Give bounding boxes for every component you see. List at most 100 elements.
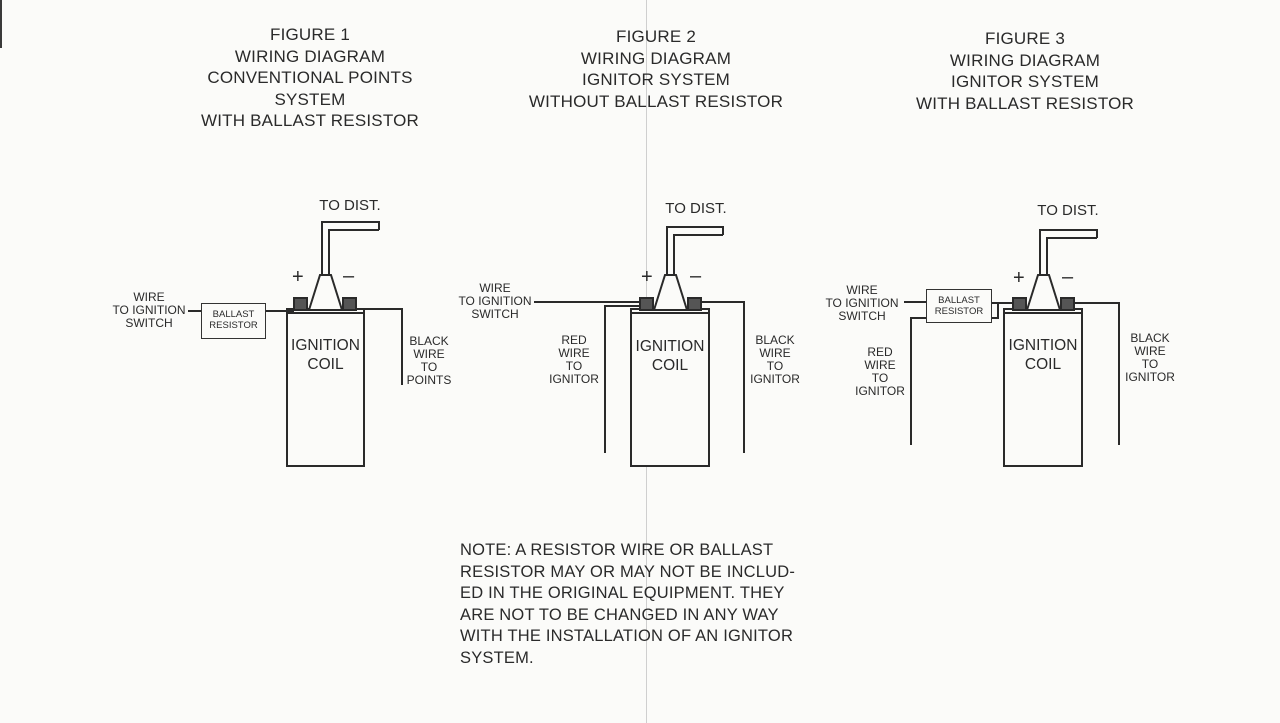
figure-1-minus-terminal	[342, 297, 357, 311]
figure-1-to-dist-label: TO DIST.	[319, 197, 381, 214]
figure-3-title-line: WITH BALLAST RESISTOR	[915, 93, 1134, 113]
figure-1-title: FIGURE 1 WIRING DIAGRAM CONVENTIONAL POI…	[195, 24, 425, 132]
figure-2-minus-sign: –	[690, 265, 702, 287]
figure-1-coil-tower	[307, 274, 344, 311]
label-line: TO	[871, 371, 889, 385]
figure-3-plus-terminal	[1012, 297, 1027, 311]
figure-2-black-wire	[701, 301, 745, 453]
label-line: IGNITOR	[549, 372, 599, 386]
figure-2-title-line: FIGURE 2	[615, 27, 696, 46]
label-line: SWITCH	[125, 316, 173, 330]
label-line: SWITCH	[471, 307, 519, 321]
label-line: BLACK	[409, 334, 449, 348]
label-line: WIRE	[864, 358, 896, 372]
coil-label-line: IGNITION	[291, 337, 360, 354]
figure-3-black-wire	[1074, 302, 1120, 445]
figure-1-title-line: CONVENTIONAL POINTS	[207, 68, 413, 87]
figure-1-title-line: WIRING DIAGRAM	[234, 46, 386, 66]
label-line: TO	[420, 360, 438, 374]
figure-2-plus-terminal	[639, 297, 654, 311]
figure-3-diagram	[904, 229, 1120, 467]
figure-3-minus-terminal	[1060, 297, 1075, 311]
figure-2-minus-terminal	[687, 297, 702, 311]
label-line: TO	[565, 359, 583, 373]
figure-3-wire-to-switch-label: WIRE TO IGNITION SWITCH	[822, 284, 902, 323]
figure-1-wire-to-switch-label: WIRE TO IGNITION SWITCH	[108, 291, 190, 330]
figure-1-black-wire-label: BLACK WIRE TO POINTS	[400, 335, 458, 387]
figure-2-coil-tower	[652, 274, 689, 311]
label-line: WIRE	[413, 347, 445, 361]
figure-2-black-wire-label: BLACK WIRE TO IGNITOR	[746, 334, 804, 386]
figure-2-wire-to-switch-label: WIRE TO IGNITION SWITCH	[455, 282, 535, 321]
figure-1-plus-terminal	[293, 297, 308, 311]
note-line: ARE NOT TO BE CHANGED IN ANY WAY	[460, 605, 779, 624]
figure-2-title: FIGURE 2 WIRING DIAGRAM IGNITOR SYSTEM W…	[516, 26, 796, 112]
figure-3-plus-sign: +	[1013, 267, 1025, 289]
figure-1-title-line: WITH BALLAST RESISTOR	[200, 111, 419, 130]
figure-1-coil-body	[286, 308, 365, 467]
coil-label-line: COIL	[307, 356, 344, 373]
figure-2-red-wire-label: RED WIRE TO IGNITOR	[546, 334, 602, 386]
figure-1-black-wire	[356, 308, 403, 385]
label-line: POINTS	[406, 373, 452, 387]
figure-1-ballast-resistor: BALLAST RESISTOR	[201, 303, 266, 339]
figure-1-title-line: SYSTEM	[274, 89, 346, 109]
label-line: BLACK	[755, 333, 795, 347]
edge-mark	[0, 0, 2, 48]
figure-1-coil-label: IGNITION COIL	[287, 336, 364, 374]
label-line: TO IGNITION	[825, 296, 899, 310]
figure-3-dist-lead	[1039, 229, 1098, 276]
figure-1-dist-lead	[321, 221, 380, 276]
coil-label-line: COIL	[1024, 356, 1062, 373]
figure-3-title: FIGURE 3 WIRING DIAGRAM IGNITOR SYSTEM W…	[905, 28, 1145, 114]
figure-3-red-wire-label: RED WIRE TO IGNITOR	[851, 346, 909, 398]
figure-2-plus-sign: +	[641, 266, 653, 288]
label-line: WIRE	[759, 346, 791, 360]
label-line: WIRE	[479, 281, 511, 295]
figure-3-ballast-resistor: BALLAST RESISTOR	[926, 289, 992, 323]
figure-2-coil-body	[630, 308, 710, 467]
figure-2-to-dist-label: TO DIST.	[665, 200, 727, 217]
ballast-label-line: BALLAST	[938, 295, 980, 306]
note-line: WITH THE INSTALLATION OF AN IGNITOR	[460, 627, 794, 645]
label-line: RED	[561, 333, 587, 347]
figure-2-dist-lead	[666, 226, 724, 276]
figure-2-red-wire	[604, 305, 640, 453]
label-line: IGNITOR	[1125, 370, 1175, 384]
label-line: TO	[766, 359, 784, 373]
label-line: WIRE	[1134, 344, 1166, 358]
label-line: WIRE	[133, 290, 165, 304]
label-line: SWITCH	[838, 309, 886, 323]
figure-3-minus-sign: –	[1062, 266, 1074, 288]
ballast-label-line: RESISTOR	[209, 320, 258, 331]
figure-3-black-wire-label: BLACK WIRE TO IGNITOR	[1121, 332, 1179, 384]
label-line: WIRE	[846, 283, 878, 297]
figure-3-coil-label: IGNITION COIL	[1004, 336, 1082, 374]
note-line: SYSTEM.	[460, 648, 534, 667]
label-line: TO IGNITION	[458, 294, 532, 308]
label-line: IGNITOR	[855, 384, 905, 398]
label-line: WIRE	[558, 346, 590, 360]
figure-2-title-line: IGNITOR SYSTEM	[582, 70, 730, 89]
figure-1-minus-sign: –	[343, 265, 355, 287]
figure-3-title-line: WIRING DIAGRAM	[949, 50, 1101, 70]
figure-3-coil-tower	[1025, 274, 1062, 311]
ballast-label-line: RESISTOR	[934, 306, 984, 317]
figure-3-coil-body	[1003, 308, 1083, 467]
label-line: BLACK	[1130, 331, 1170, 345]
figure-1-diagram	[188, 221, 403, 467]
figure-1-title-line: FIGURE 1	[269, 25, 350, 44]
figure-2-title-line: WITHOUT BALLAST RESISTOR	[528, 91, 784, 111]
coil-label-line: IGNITION	[635, 338, 705, 355]
figure-1-plus-sign: +	[292, 266, 304, 288]
label-line: RED	[867, 345, 893, 359]
label-line: IGNITOR	[750, 372, 800, 386]
note-paragraph: NOTE: A RESISTOR WIRE OR BALLAST RESISTO…	[460, 540, 832, 669]
coil-label-line: COIL	[651, 357, 689, 374]
note-line: RESISTOR MAY OR MAY NOT BE INCLUD-	[460, 562, 796, 581]
note-line: NOTE: A RESISTOR WIRE OR BALLAST	[460, 541, 774, 559]
coil-label-line: IGNITION	[1008, 337, 1078, 354]
figure-3-title-line: IGNITOR SYSTEM	[951, 72, 1099, 91]
